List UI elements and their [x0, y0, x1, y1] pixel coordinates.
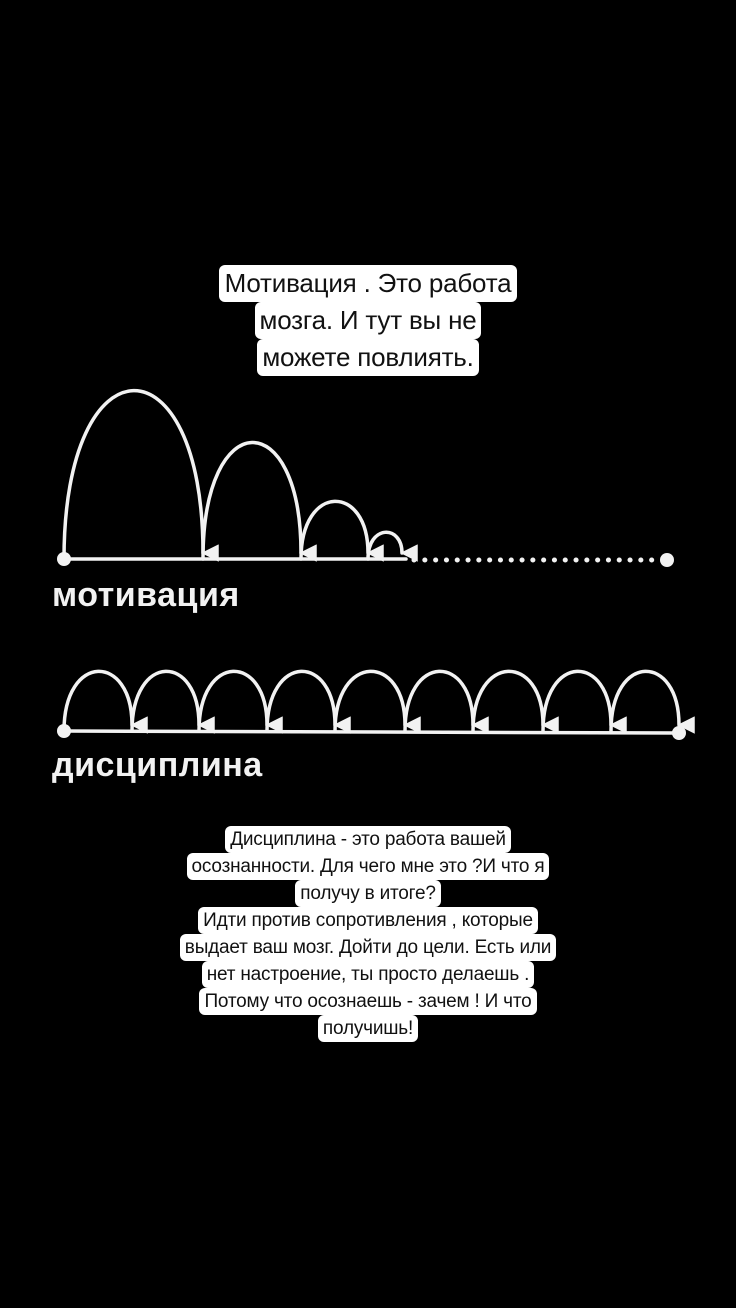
discipline-jump-arc: [62, 669, 148, 734]
discipline-arcs: [62, 669, 695, 734]
caption-line: Потому что осознаешь - зачем ! И что: [0, 988, 736, 1015]
motivation-jump-arc: [201, 440, 317, 562]
motivation-arcs: [62, 389, 418, 562]
caption-line: можете повлиять.: [0, 339, 736, 376]
discipline-start-point: [57, 724, 71, 738]
discipline-jump-arc: [333, 669, 421, 734]
motivation-jump-arc: [62, 389, 219, 562]
caption-line: Мотивация . Это работа: [0, 265, 736, 302]
caption-line: Дисциплина - это работа вашей: [0, 826, 736, 853]
caption-line: получу в итоге?: [0, 880, 736, 907]
discipline-diagram: [57, 669, 695, 740]
caption-line: мозга. И тут вы не: [0, 302, 736, 339]
discipline-caption: Дисциплина - это работа вашей осознаннос…: [0, 826, 736, 1042]
discipline-jump-arc: [265, 669, 351, 734]
discipline-jump-arc: [403, 669, 489, 734]
caption-line: выдает ваш мозг. Дойти до цели. Есть или: [0, 934, 736, 961]
motivation-jump-arc: [299, 499, 384, 562]
discipline-jump-arc: [130, 669, 215, 734]
motivation-caption: Мотивация . Это работа мозга. И тут вы н…: [0, 265, 736, 376]
discipline-jump-arc: [541, 669, 627, 734]
motivation-start-point: [57, 552, 71, 566]
discipline-baseline: [62, 729, 681, 735]
motivation-label: мотивация: [52, 576, 240, 614]
discipline-label: дисциплина: [52, 746, 263, 784]
caption-line: нет настроение, ты просто делаешь .: [0, 961, 736, 988]
discipline-jump-arc: [609, 669, 695, 734]
motivation-diagram: [57, 389, 674, 567]
discipline-jump-arc: [197, 669, 283, 734]
discipline-end-point: [672, 726, 686, 740]
motivation-end-point: [660, 553, 674, 567]
caption-line: Идти против сопротивления , которые: [0, 907, 736, 934]
caption-line: осознанности. Для чего мне это ?И что я: [0, 853, 736, 880]
motivation-jump-arc: [366, 530, 418, 562]
discipline-jump-arc: [471, 669, 559, 734]
caption-line: получишь!: [0, 1015, 736, 1042]
